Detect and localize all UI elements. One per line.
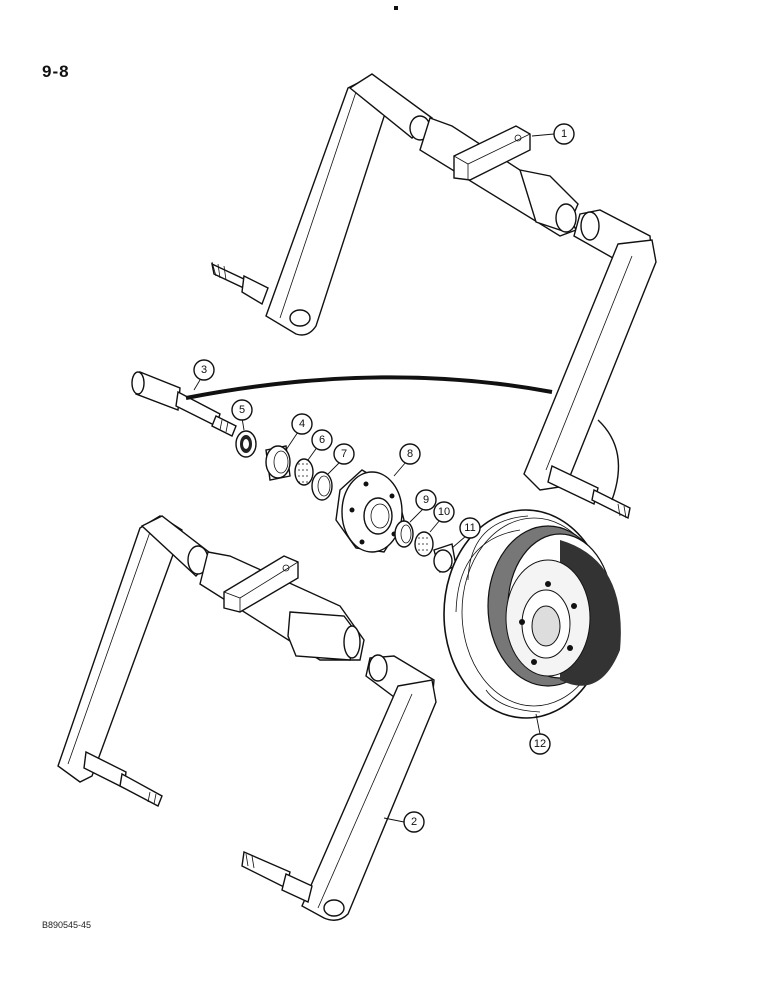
callout-4-label: 4 (299, 418, 305, 430)
callout-8-label: 8 (407, 448, 413, 460)
seal-5 (235, 430, 257, 458)
upper-frame (211, 73, 657, 520)
callout-1-label: 1 (561, 128, 567, 140)
callout-2-label: 2 (411, 816, 417, 828)
callout-11: 11 (459, 517, 481, 539)
hub-8 (335, 469, 405, 553)
callout-7-label: 7 (341, 448, 347, 460)
callout-3: 3 (193, 359, 215, 381)
callout-6: 6 (311, 429, 333, 451)
callout-8: 8 (399, 443, 421, 465)
bearing-cup-7 (311, 471, 333, 501)
callout-3-label: 3 (201, 364, 207, 376)
connecting-strap-tail (597, 419, 620, 501)
callout-9: 9 (415, 489, 437, 511)
figure-code: B890545-45 (42, 920, 92, 930)
bearing-cup-9 (394, 520, 414, 548)
connecting-strap-line (185, 375, 553, 400)
callout-12: 12 (529, 733, 551, 755)
page-number: 9-8 (42, 62, 70, 81)
axle-shaft (131, 371, 237, 437)
callout-10: 10 (433, 501, 455, 523)
callout-10-label: 10 (438, 506, 450, 518)
lower-frame (57, 515, 437, 921)
bearing-cone-10 (414, 531, 434, 557)
callout-11-label: 11 (464, 522, 475, 534)
callout-5: 5 (231, 399, 253, 421)
callout-5-label: 5 (239, 404, 245, 416)
callout-9-label: 9 (423, 494, 429, 506)
callout-1: 1 (553, 123, 575, 145)
dust-cap-11 (433, 543, 457, 573)
callout-7: 7 (333, 443, 355, 465)
top-mark (394, 6, 398, 10)
bearing-cone-6 (294, 458, 314, 486)
callout-6-label: 6 (319, 434, 325, 446)
wheel-12 (443, 509, 621, 719)
bearing-cup-4 (265, 445, 291, 481)
callout-2: 2 (403, 811, 425, 833)
callout-4: 4 (291, 413, 313, 435)
callout-12-label: 12 (534, 738, 546, 750)
